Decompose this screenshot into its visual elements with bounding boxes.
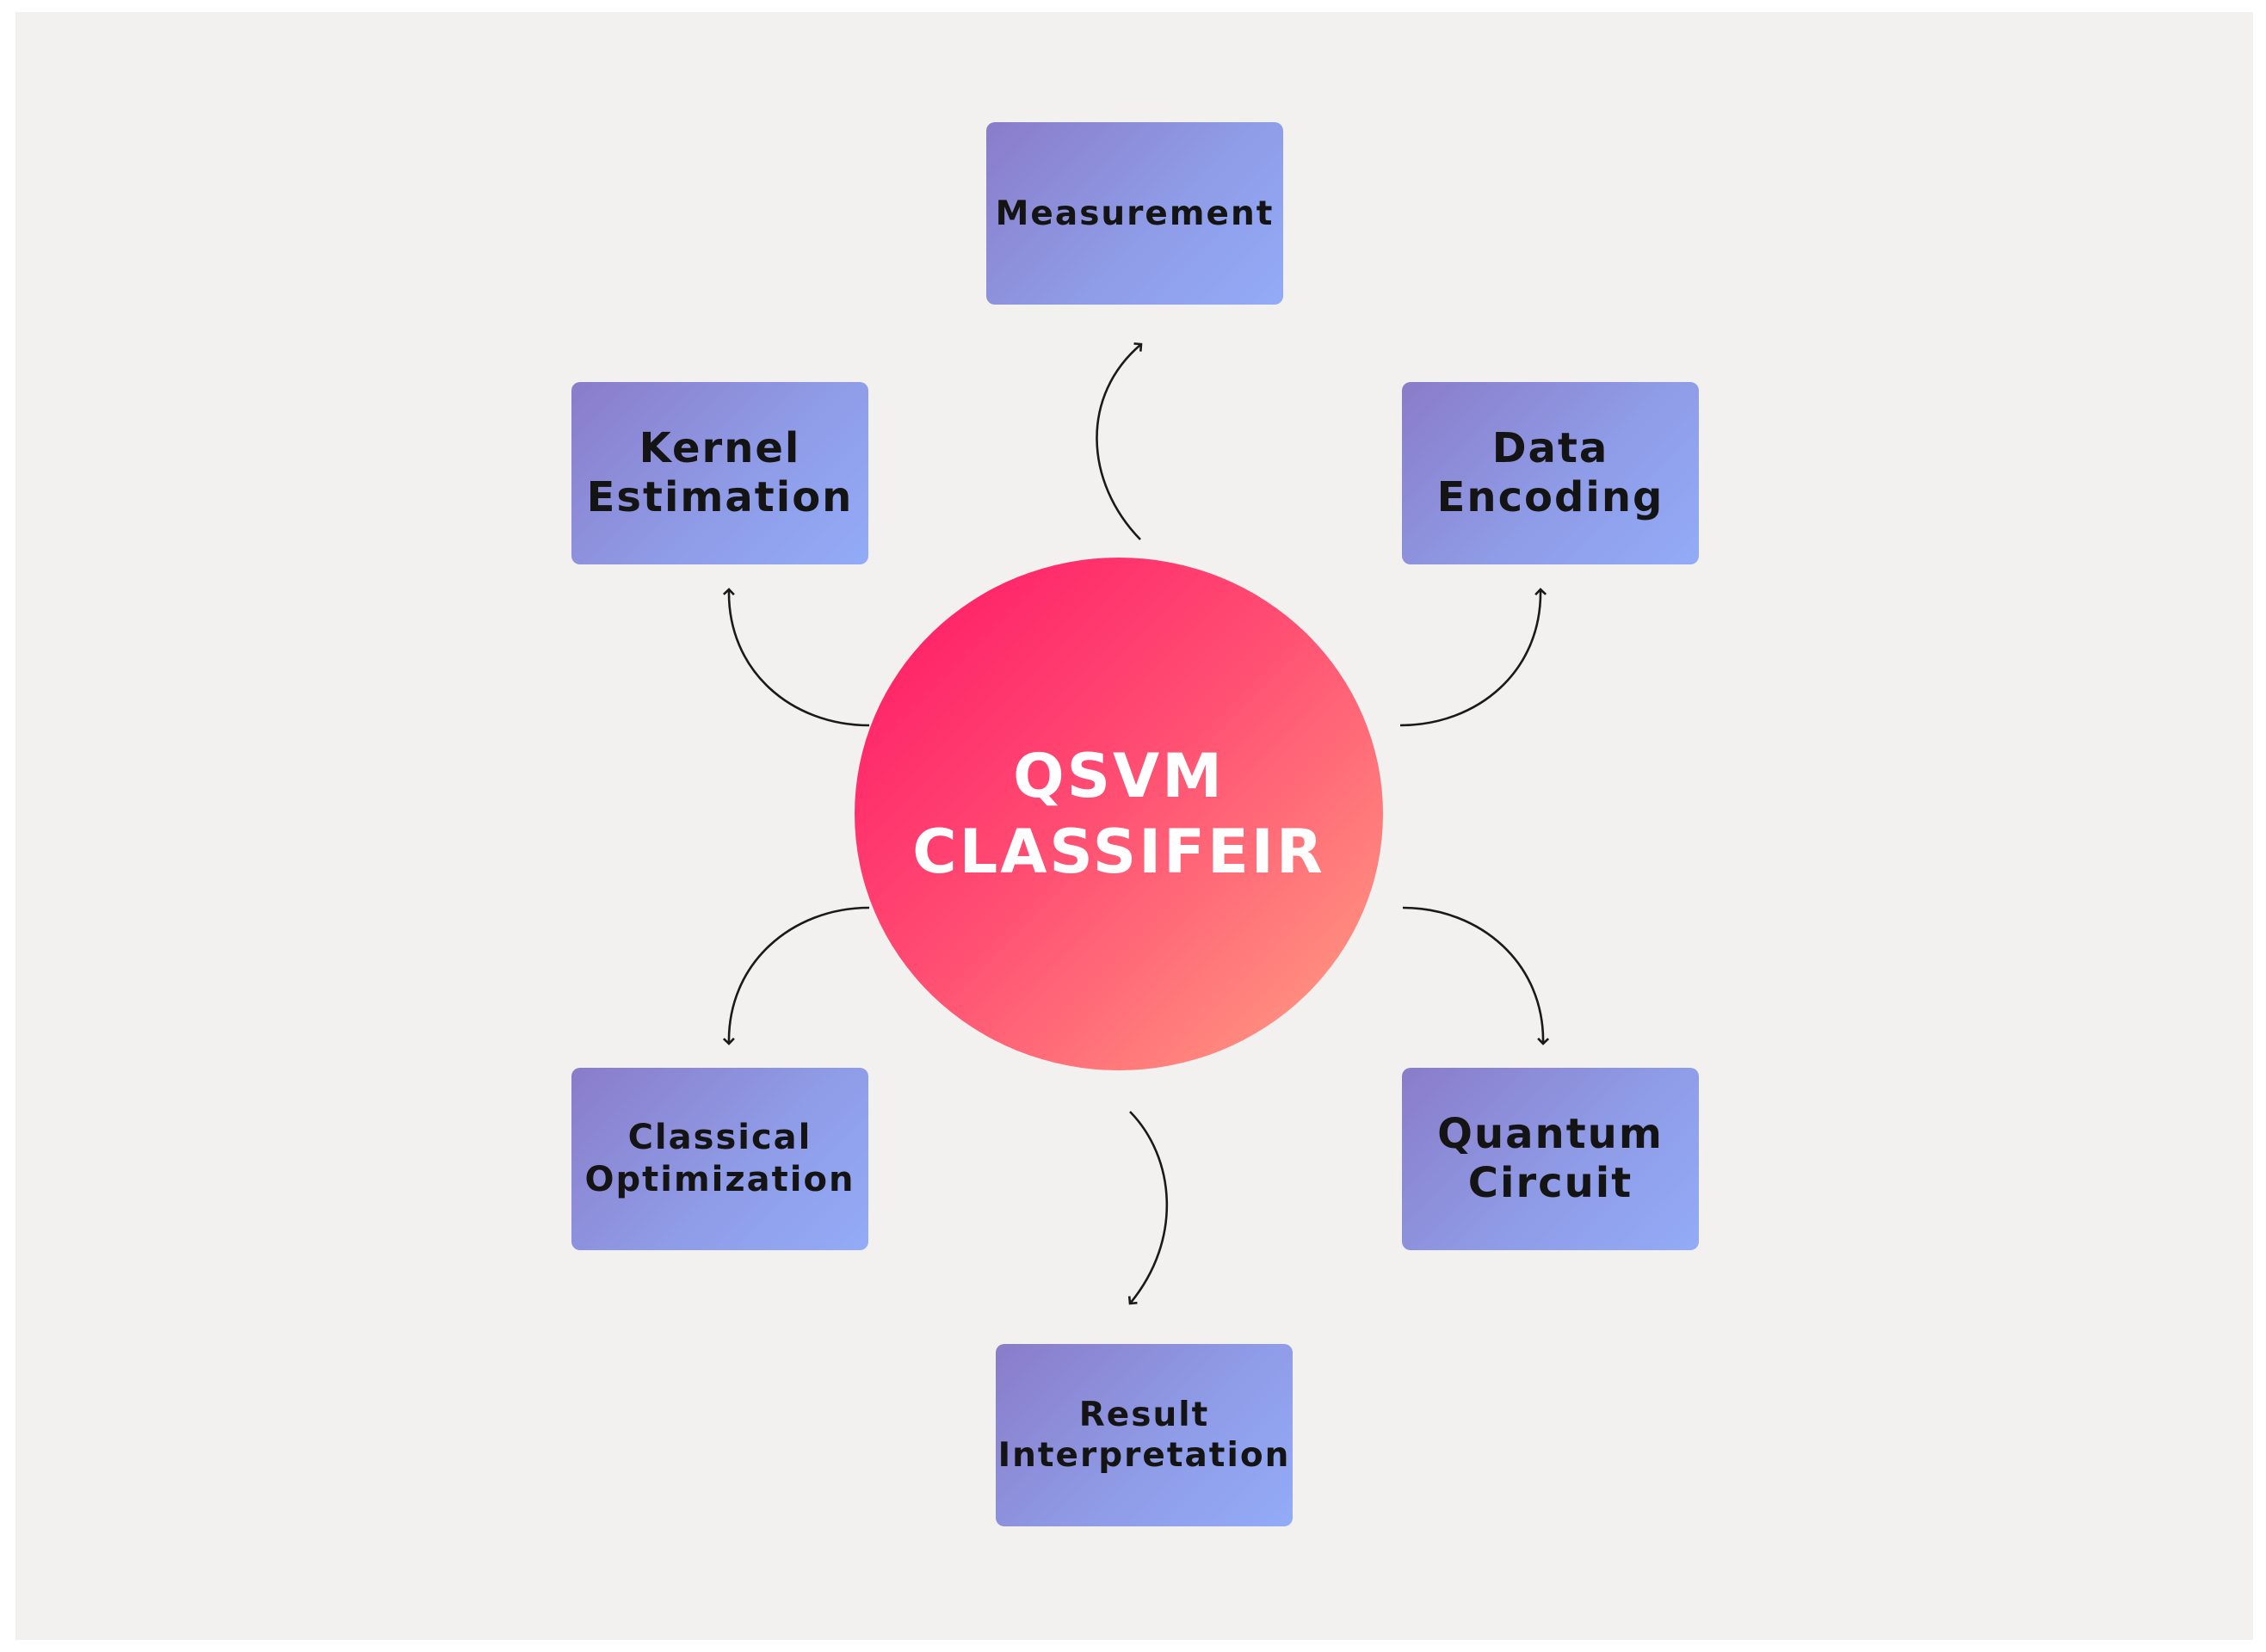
node-data-encoding-label: Data Encoding: [1436, 424, 1664, 521]
node-quantum-circuit-label: Quantum Circuit: [1437, 1110, 1664, 1207]
node-result-interpretation: Result Interpretation: [996, 1344, 1293, 1526]
node-data-encoding: Data Encoding: [1402, 382, 1699, 564]
center-label: QSVM CLASSIFEIR: [912, 741, 1325, 887]
node-measurement: Measurement: [986, 122, 1283, 305]
node-measurement-label: Measurement: [995, 194, 1275, 233]
node-classical-optimization: Classical Optimization: [571, 1068, 868, 1250]
center-qsvm-classifier: QSVM CLASSIFEIR: [855, 558, 1383, 1070]
node-kernel-estimation: Kernel Estimation: [571, 382, 868, 564]
arrow-to-data-encoding: [1399, 588, 1547, 727]
arrow-to-result-interpretation: [1127, 1111, 1169, 1305]
node-quantum-circuit: Quantum Circuit: [1402, 1068, 1699, 1250]
node-kernel-estimation-label: Kernel Estimation: [586, 424, 854, 521]
arrow-to-kernel-estimation: [722, 588, 870, 727]
arrow-to-quantum-circuit: [1402, 906, 1550, 1045]
arrow-to-measurement: [1096, 342, 1143, 540]
node-classical-optimization-label: Classical Optimization: [584, 1118, 855, 1199]
arrow-to-classical-optimization: [722, 906, 870, 1045]
node-result-interpretation-label: Result Interpretation: [997, 1396, 1291, 1475]
